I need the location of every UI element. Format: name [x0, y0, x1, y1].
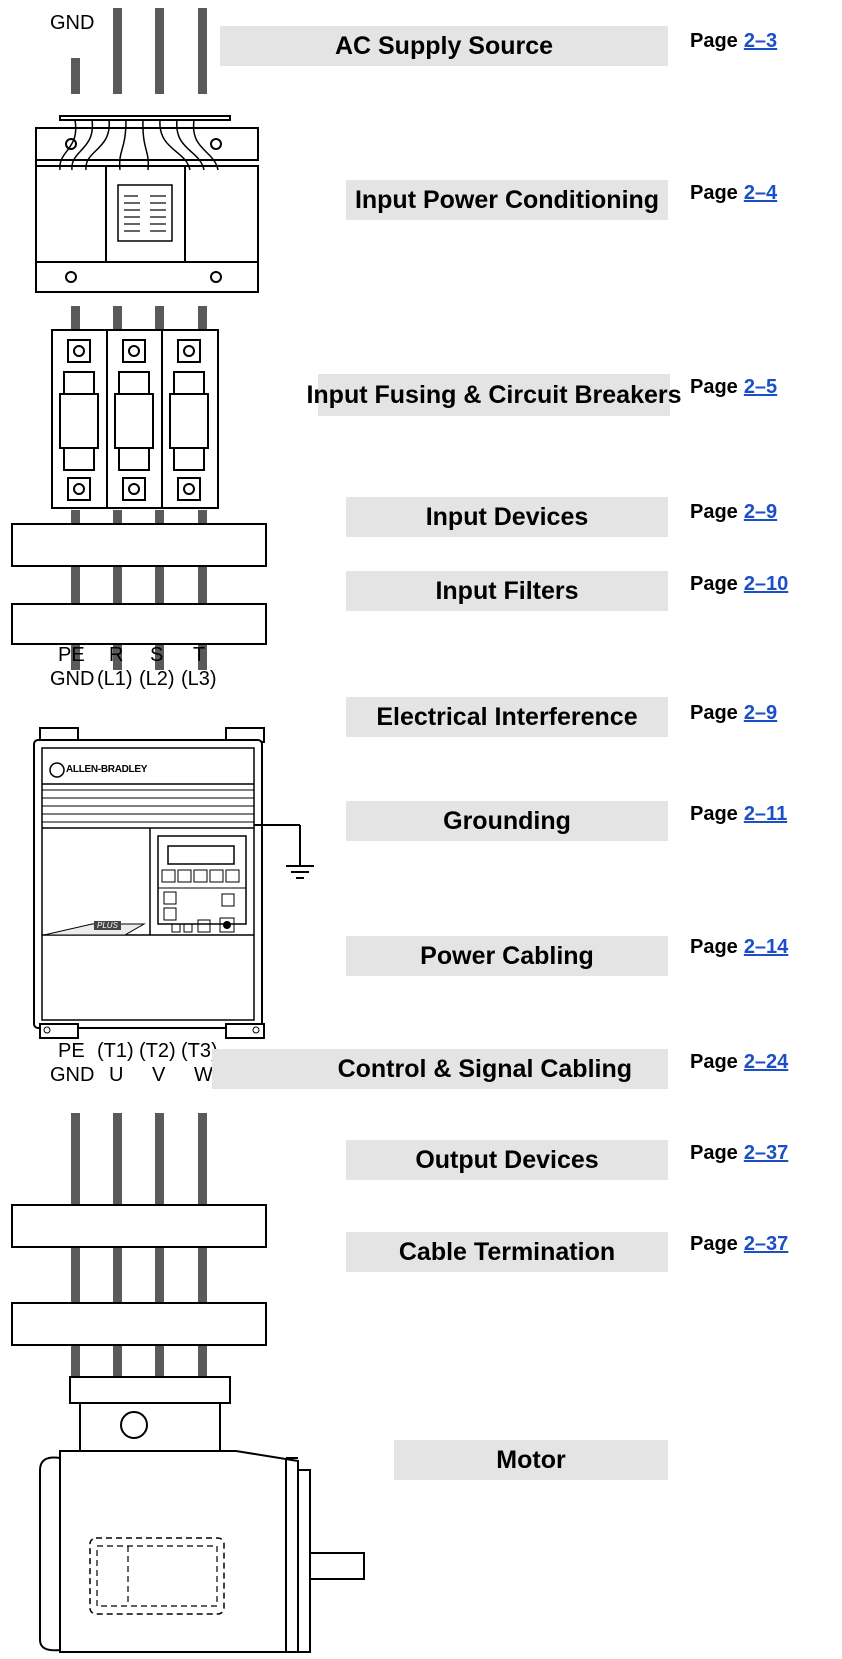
page-link-input-power-conditioning[interactable]: 2–4: [743, 182, 778, 204]
section-grounding: Grounding: [346, 801, 668, 841]
section-control-signal-cabling: Control & Signal Cabling: [212, 1049, 668, 1089]
section-output-devices: Output Devices: [346, 1140, 668, 1180]
motor: [39, 1376, 365, 1653]
transformer: [35, 115, 259, 293]
page-link-ac-supply-source[interactable]: 2–3: [743, 30, 778, 52]
section-motor: Motor: [394, 1440, 668, 1480]
input-terminal-r: R: [109, 644, 124, 666]
wires: [71, 8, 207, 1377]
fuse-1: [59, 339, 99, 501]
section-power-cabling: Power Cabling: [346, 936, 668, 976]
input-filters-box: [11, 603, 267, 645]
page-link-input-filters[interactable]: 2–10: [743, 573, 789, 595]
input-terminal-l3: (L3): [181, 668, 217, 690]
output-terminal-u: U: [109, 1064, 124, 1086]
ground-symbol: [254, 824, 314, 879]
input-terminal-l2: (L2): [139, 668, 175, 690]
page-link-electrical-interference[interactable]: 2–9: [743, 702, 778, 724]
drive-model-badge: PLUS: [94, 921, 121, 930]
output-terminal-t1: (T1): [97, 1040, 134, 1062]
input-terminal-l1: (L1): [97, 668, 133, 690]
input-terminal-s: S: [150, 644, 164, 666]
cable-termination-box: [11, 1302, 267, 1346]
drive-brand-label: ALLEN-BRADLEY: [66, 764, 148, 775]
page-link-input-devices[interactable]: 2–9: [743, 501, 778, 523]
output-terminal-w: W: [194, 1064, 213, 1086]
page-link-power-cabling[interactable]: 2–14: [743, 936, 789, 958]
section-ac-supply-source: AC Supply Source: [220, 26, 668, 66]
fuse-2: [114, 339, 154, 501]
section-input-filters: Input Filters: [346, 571, 668, 611]
input-terminal-t: T: [193, 644, 206, 666]
page-link-output-devices[interactable]: 2–37: [743, 1142, 789, 1164]
section-input-devices: Input Devices: [346, 497, 668, 537]
input-devices-box: [11, 523, 267, 567]
input-terminal-pe: PE: [58, 644, 85, 666]
output-terminal-t2: (T2): [139, 1040, 176, 1062]
fuse-block: [51, 329, 219, 509]
section-input-power-conditioning: Input Power Conditioning: [346, 180, 668, 220]
output-terminal-v: V: [152, 1064, 166, 1086]
top-gnd-label: GND: [50, 12, 95, 34]
output-devices-box: [11, 1204, 267, 1248]
page-link-control-signal-cabling[interactable]: 2–24: [743, 1051, 789, 1073]
output-terminal-gnd: GND: [50, 1064, 95, 1086]
input-terminal-gnd: GND: [50, 668, 95, 690]
section-input-fusing: Input Fusing & Circuit Breakers: [306, 374, 682, 416]
output-terminal-pe: PE: [58, 1040, 85, 1062]
drive-unit: [33, 727, 265, 1039]
section-electrical-interference: Electrical Interference: [346, 697, 668, 737]
fuse-3: [169, 339, 209, 501]
page-link-grounding[interactable]: 2–11: [743, 803, 788, 825]
page-link-cable-termination[interactable]: 2–37: [743, 1233, 789, 1255]
section-cable-termination: Cable Termination: [346, 1232, 668, 1272]
output-terminal-t3: (T3): [181, 1040, 218, 1062]
page-link-input-fusing[interactable]: 2–5: [743, 376, 778, 398]
